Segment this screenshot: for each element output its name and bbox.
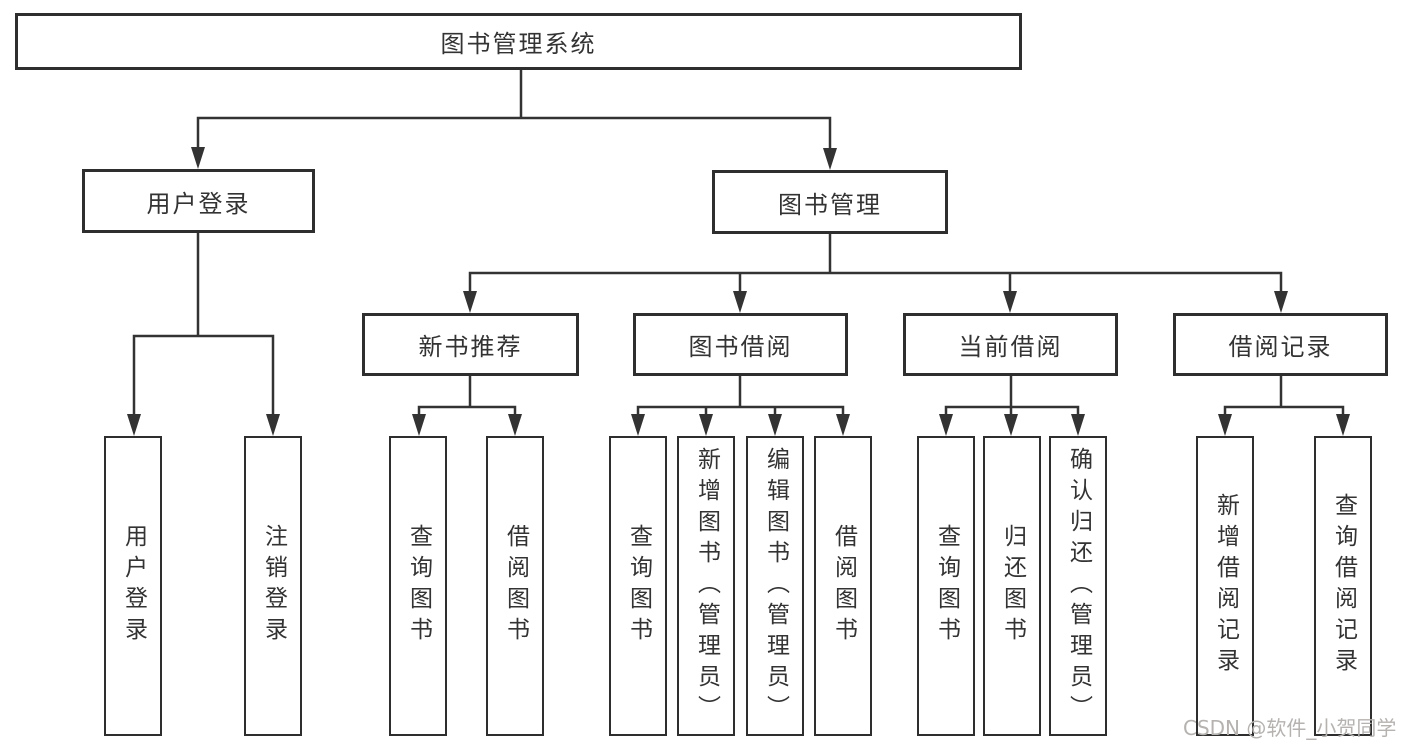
leaf-cur-query-book: 查询图书 [917,436,975,736]
node-user-login: 用户登录 [82,169,315,233]
leaf-logout: 注销登录 [244,436,302,736]
arrowheads [127,147,1350,436]
node-new-book-recommend: 新书推荐 [362,313,579,376]
leaf-cur-confirm-return-admin: 确认归还（管理员） [1049,436,1107,736]
node-current-borrow: 当前借阅 [903,313,1118,376]
node-book-borrow: 图书借阅 [633,313,848,376]
leaf-rec-borrow-book: 借阅图书 [486,436,544,736]
node-book-management: 图书管理 [712,170,948,234]
leaf-rec-query-book: 查询图书 [389,436,447,736]
node-borrow-record: 借阅记录 [1173,313,1388,376]
leaf-br-query-record: 查询借阅记录 [1314,436,1372,736]
leaf-cur-return-book: 归还图书 [983,436,1041,736]
leaf-br-add-record: 新增借阅记录 [1196,436,1254,736]
leaf-bb-edit-book-admin: 编辑图书（管理员） [746,436,804,736]
leaf-bb-add-book-admin: 新增图书（管理员） [677,436,735,736]
connector-path [132,68,1345,419]
leaf-user-login: 用户登录 [104,436,162,736]
watermark-text: CSDN @软件_小贺同学 [1183,716,1397,740]
leaf-bb-query-book: 查询图书 [609,436,667,736]
node-root: 图书管理系统 [15,13,1022,70]
leaf-bb-borrow-book: 借阅图书 [814,436,872,736]
